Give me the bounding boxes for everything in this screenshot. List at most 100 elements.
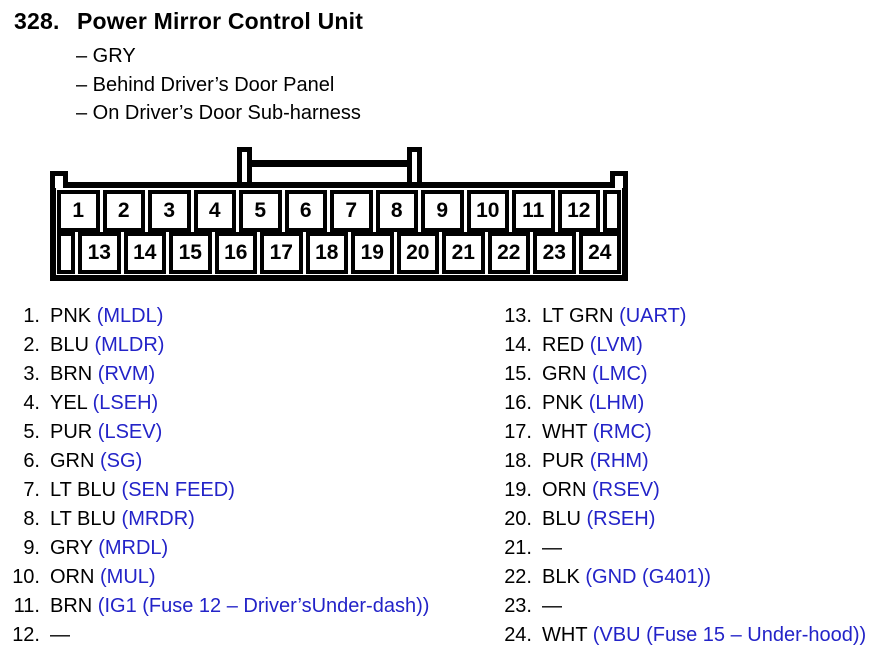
- connector-pin-cell-9: 9: [421, 190, 464, 232]
- pin-row-8: 8.LT BLU (MRDR): [0, 505, 429, 534]
- connector-pin-cell-21: 21: [442, 232, 485, 274]
- signal-name: (LMC): [592, 363, 648, 385]
- connector-pin-cell-6: 6: [285, 190, 328, 232]
- pin-description: —: [542, 595, 562, 618]
- pin-description: LT GRN (UART): [542, 305, 686, 328]
- connector-pin-cell-12: 12: [558, 190, 601, 232]
- connector-corner-notch-right: [610, 171, 628, 188]
- connector-blank-slot-left: [57, 232, 75, 274]
- pin-number: 23.: [470, 595, 532, 618]
- pin-number: 19.: [470, 479, 532, 502]
- connector-pin-cell-16: 16: [215, 232, 258, 274]
- wire-color: PNK: [50, 305, 91, 327]
- pin-row-20: 20. BLU (RSEH): [470, 505, 866, 534]
- pin-description: WHT (VBU (Fuse 15 – Under-hood)): [542, 624, 866, 647]
- wire-color: BRN: [50, 595, 92, 617]
- signal-name: (MLDL): [97, 305, 164, 327]
- pin-number: 7.: [0, 479, 40, 502]
- pin-description: BLU (MLDR): [50, 334, 164, 357]
- note-harness: – On Driver’s Door Sub-harness: [76, 99, 361, 128]
- signal-name: (LSEV): [98, 421, 162, 443]
- connector-pin-cell-11: 11: [512, 190, 555, 232]
- connector-top-row: 123456789101112: [57, 190, 621, 232]
- wire-color: LT GRN: [542, 305, 614, 327]
- pin-number: 15.: [470, 363, 532, 386]
- pin-row-7: 7. LT BLU (SEN FEED): [0, 476, 429, 505]
- signal-name: (VBU (Fuse 15 – Under-hood)): [593, 624, 866, 646]
- connector-pin-cell-2: 2: [103, 190, 146, 232]
- signal-name: (LSEH): [93, 392, 159, 414]
- pin-description: PNK (MLDL): [50, 305, 163, 328]
- connector-pin-cell-8: 8: [376, 190, 419, 232]
- note-location: – Behind Driver’s Door Panel: [76, 71, 361, 100]
- pin-description: GRN (SG): [50, 450, 142, 473]
- pin-row-4: 4. YEL (LSEH): [0, 389, 429, 418]
- wire-color: —: [542, 595, 562, 617]
- connector-pin-cell-17: 17: [260, 232, 303, 274]
- pin-row-9: 9. GRY (MRDL): [0, 534, 429, 563]
- pin-number: 13.: [470, 305, 532, 328]
- pin-description: BLU (RSEH): [542, 508, 655, 531]
- pin-description: WHT (RMC): [542, 421, 652, 444]
- pin-row-15: 15. GRN (LMC): [470, 360, 866, 389]
- pin-description: —: [50, 624, 70, 647]
- signal-name: (MLDR): [94, 334, 164, 356]
- pin-description: GRY (MRDL): [50, 537, 168, 560]
- pin-number: 2.: [0, 334, 40, 357]
- pin-number: 20.: [470, 508, 532, 531]
- pin-row-5: 5.PUR (LSEV): [0, 418, 429, 447]
- pin-number: 14.: [470, 334, 532, 357]
- connector-pin-cell-19: 19: [351, 232, 394, 274]
- pin-row-11: 11.BRN (IG1 (Fuse 12 – Driver’sUnder-das…: [0, 592, 429, 621]
- wire-color: BLU: [50, 334, 89, 356]
- pin-number: 4.: [0, 392, 40, 415]
- pin-row-10: 10. ORN (MUL): [0, 563, 429, 592]
- pin-row-19: 19. ORN (RSEV): [470, 476, 866, 505]
- wire-color: LT BLU: [50, 479, 116, 501]
- connector-pin-cell-14: 14: [124, 232, 167, 274]
- connector-pin-cell-7: 7: [330, 190, 373, 232]
- signal-name: (LVM): [590, 334, 643, 356]
- connector-pin-cell-23: 23: [533, 232, 576, 274]
- location-notes: – GRY – Behind Driver’s Door Panel – On …: [76, 42, 361, 128]
- connector-latch-bar: [248, 160, 411, 167]
- connector-pin-cell-18: 18: [306, 232, 349, 274]
- pin-description: ORN (MUL): [50, 566, 156, 589]
- pin-description: GRN (LMC): [542, 363, 648, 386]
- signal-name: (RSEV): [592, 479, 660, 501]
- pin-row-18: 18.PUR (RHM): [470, 447, 866, 476]
- pin-number: 10.: [0, 566, 40, 589]
- pin-number: 12.: [0, 624, 40, 647]
- wire-color: RED: [542, 334, 584, 356]
- connector-pin-cell-1: 1: [57, 190, 100, 232]
- signal-name: (RVM): [98, 363, 155, 385]
- pin-description: BLK (GND (G401)): [542, 566, 711, 589]
- wire-color: BLK: [542, 566, 580, 588]
- wire-color: ORN: [542, 479, 586, 501]
- signal-name: (SEN FEED): [122, 479, 235, 501]
- wire-color: WHT: [542, 421, 587, 443]
- wire-color: BLU: [542, 508, 581, 530]
- connector-diagram: 123456789101112 131415161718192021222324: [50, 147, 628, 281]
- wire-color: YEL: [50, 392, 87, 414]
- signal-name: (RHM): [590, 450, 649, 472]
- signal-name: (RMC): [593, 421, 652, 443]
- pin-number: 9.: [0, 537, 40, 560]
- pin-description: PNK (LHM): [542, 392, 644, 415]
- section-number: 328.: [14, 8, 77, 35]
- connector-blank-slot-right: [603, 190, 621, 232]
- wire-color: GRN: [50, 450, 94, 472]
- pin-description: —: [542, 537, 562, 560]
- pin-number: 24.: [470, 624, 532, 647]
- wire-color: WHT: [542, 624, 587, 646]
- pin-description: PUR (RHM): [542, 450, 649, 473]
- pin-description: ORN (RSEV): [542, 479, 660, 502]
- pin-description: LT BLU (SEN FEED): [50, 479, 235, 502]
- note-connector-color: – GRY: [76, 42, 361, 71]
- pin-row-2: 2. BLU (MLDR): [0, 331, 429, 360]
- page-title: 328. Power Mirror Control Unit: [14, 8, 363, 35]
- pin-number: 3.: [0, 363, 40, 386]
- pin-number: 16.: [470, 392, 532, 415]
- signal-name: (RSEH): [586, 508, 655, 530]
